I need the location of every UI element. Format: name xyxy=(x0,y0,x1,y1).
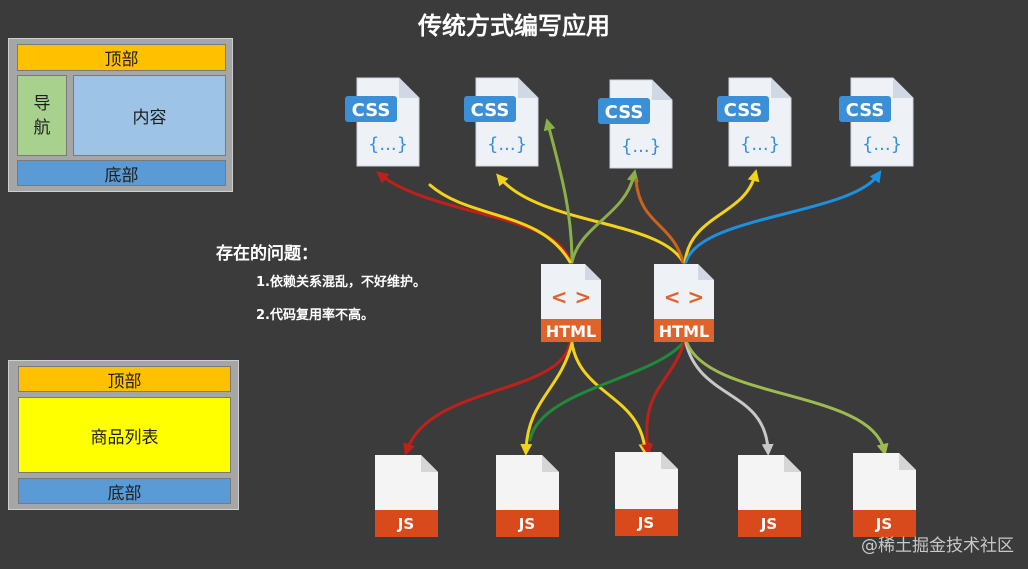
css-file-icon: CSS {...} xyxy=(598,79,673,169)
problem-item-2: 2.代码复用率不高。 xyxy=(256,308,374,323)
css-body-5: {...} xyxy=(862,134,902,155)
html-icon-1: < > xyxy=(551,285,591,309)
arrow-html2-css3b xyxy=(634,178,685,264)
arrow-html1-js3 xyxy=(570,341,651,456)
layout1-header: 顶部 xyxy=(17,44,226,71)
js-label-2: JS xyxy=(518,515,535,533)
arrow-html1-css3 xyxy=(570,169,639,264)
js-files: JS JS JS JS JS xyxy=(375,452,916,537)
diagram-title: 传统方式编写应用 xyxy=(418,12,610,40)
problems-title: 存在的问题： xyxy=(216,244,318,264)
js-file-icon: JS xyxy=(496,455,559,537)
html-file-icon: < > HTML xyxy=(541,264,601,342)
layout1-content: 内容 xyxy=(73,75,226,156)
layout2-product-list: 商品列表 xyxy=(18,397,231,473)
arrow-html2-js4 xyxy=(684,341,774,456)
arrow-html1-css-yellow xyxy=(428,183,572,264)
js-label-4: JS xyxy=(760,515,777,533)
js-file-icon: JS xyxy=(615,452,678,536)
arrow-html1-css2 xyxy=(543,118,574,264)
css-body-3: {...} xyxy=(621,136,661,157)
css-label-1: CSS xyxy=(352,100,391,121)
html-file-icon: < > HTML xyxy=(654,264,714,342)
css-label-4: CSS xyxy=(724,100,763,121)
js-file-icon: JS xyxy=(853,453,916,537)
css-label-5: CSS xyxy=(846,100,885,121)
layout2-footer: 底部 xyxy=(18,478,231,504)
arrow-html2-js3 xyxy=(641,341,686,456)
arrow-html1-css1 xyxy=(376,171,572,264)
layout1-footer: 底部 xyxy=(17,160,226,186)
css-files: CSS {...} CSS {...} CSS {...} CSS {...} xyxy=(345,77,914,169)
css-label-2: CSS xyxy=(471,100,510,121)
js-label-3: JS xyxy=(637,514,654,532)
html-files: < > HTML < > HTML xyxy=(541,264,714,342)
css-label-3: CSS xyxy=(605,102,644,123)
arrow-html2-css4 xyxy=(683,169,760,264)
layout2-header: 顶部 xyxy=(18,366,231,392)
layout1-nav-line2: 航 xyxy=(33,117,51,138)
js-label-5: JS xyxy=(875,515,892,533)
layout1-nav: 导 航 xyxy=(17,75,67,156)
arrow-html2-css5 xyxy=(684,170,882,264)
layout-diagram-1: 顶部 导 航 内容 底部 xyxy=(8,38,233,192)
css-body-4: {...} xyxy=(740,134,780,155)
js-file-icon: JS xyxy=(375,455,438,537)
layout-diagram-2: 顶部 商品列表 底部 xyxy=(8,360,239,510)
js-label-1: JS xyxy=(397,515,414,533)
css-body-1: {...} xyxy=(368,134,408,155)
css-file-icon: CSS {...} xyxy=(345,77,420,167)
arrow-html1-js2 xyxy=(520,341,574,456)
css-file-icon: CSS {...} xyxy=(464,77,539,167)
arrow-html1-js1 xyxy=(403,341,572,456)
html-label-2: HTML xyxy=(659,322,709,341)
css-file-icon: CSS {...} xyxy=(839,77,914,167)
css-body-2: {...} xyxy=(487,134,527,155)
arrow-html2-css1 xyxy=(496,173,685,264)
arrow-html2-js2 xyxy=(528,341,685,442)
problem-item-1: 1.依赖关系混乱，不好维护。 xyxy=(256,275,426,290)
layout1-nav-line1: 导 xyxy=(33,93,51,114)
html-label-1: HTML xyxy=(546,322,596,341)
html-icon-2: < > xyxy=(664,285,704,309)
js-file-icon: JS xyxy=(738,455,801,537)
arrow-html2-js5 xyxy=(685,341,889,456)
watermark: @稀土掘金技术社区 xyxy=(861,536,1014,556)
css-file-icon: CSS {...} xyxy=(717,77,792,167)
